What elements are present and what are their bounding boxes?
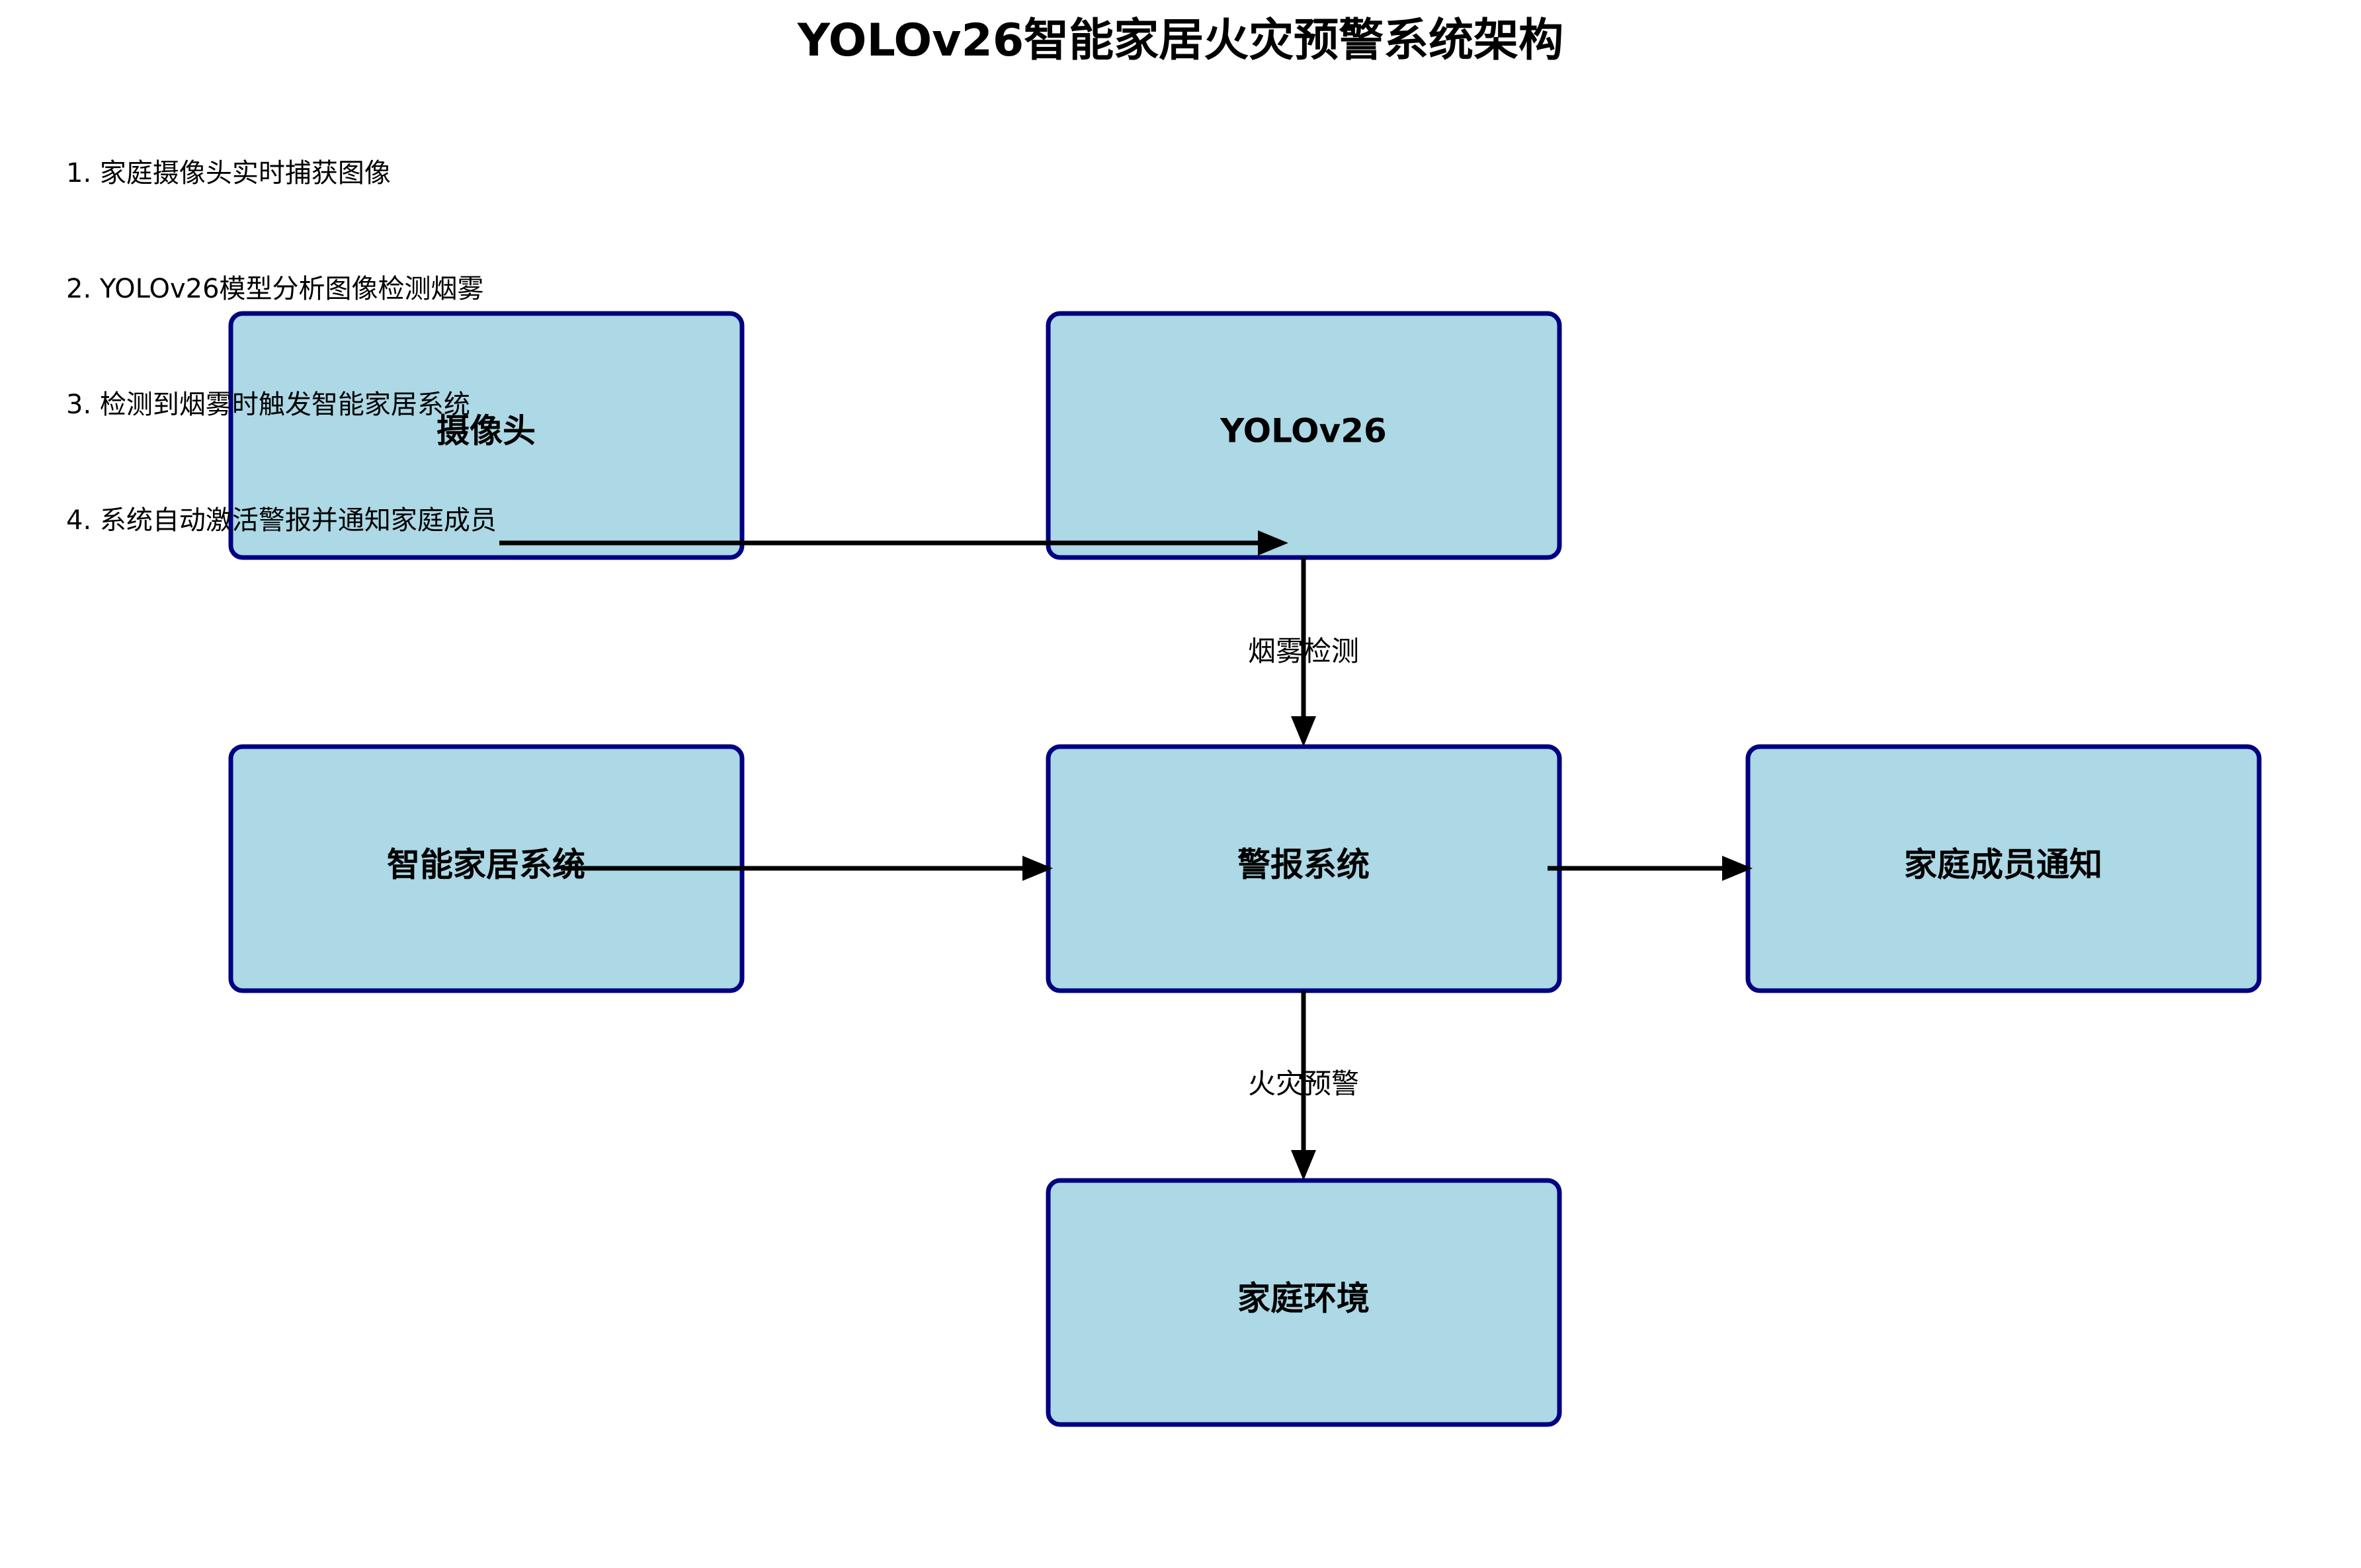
- arrow-camera-to-yolo: [499, 530, 1288, 556]
- arrow-smart-home-to-alarm: [561, 856, 1053, 881]
- node-family-notify: 家庭成员通知: [1745, 744, 2262, 993]
- camera-box: [228, 311, 745, 560]
- step-list: 1. 家庭摄像头实时捕获图像 2. YOLOv26模型分析图像检测烟雾 3. 检…: [66, 158, 497, 536]
- alarm-label: 警报系统: [1237, 846, 1370, 884]
- home-env-box: [1046, 1178, 1562, 1427]
- step-item: 2. YOLOv26模型分析图像检测烟雾: [66, 274, 484, 304]
- diagram-title: YOLOv26智能家居火灾预警系统架构: [797, 15, 1563, 67]
- node-alarm: 警报系统: [1046, 744, 1562, 993]
- edge-label-fire-warning: 火灾预警: [1248, 1067, 1359, 1100]
- smart-home-label: 智能家居系统: [387, 846, 585, 884]
- step-item: 3. 检测到烟雾时触发智能家居系统: [66, 390, 470, 420]
- camera-label: 摄像头: [436, 412, 536, 450]
- node-camera: 摄像头: [228, 311, 745, 560]
- step-item: 1. 家庭摄像头实时捕获图像: [66, 158, 391, 188]
- arrow-alarm-to-family: [1548, 856, 1753, 881]
- edge-label-smoke-detection: 烟雾检测: [1248, 635, 1359, 667]
- arrow-yolo-to-alarm: [1291, 557, 1316, 747]
- node-home-env: 家庭环境: [1046, 1178, 1562, 1427]
- node-yolo: YOLOv26: [1046, 311, 1562, 560]
- arrow-alarm-to-home-env: [1291, 991, 1316, 1180]
- step-item: 4. 系统自动激活警报并通知家庭成员: [66, 505, 497, 536]
- family-notify-label: 家庭成员通知: [1904, 846, 2102, 884]
- yolo-label: YOLOv26: [1220, 412, 1387, 450]
- home-env-label: 家庭环境: [1237, 1280, 1370, 1318]
